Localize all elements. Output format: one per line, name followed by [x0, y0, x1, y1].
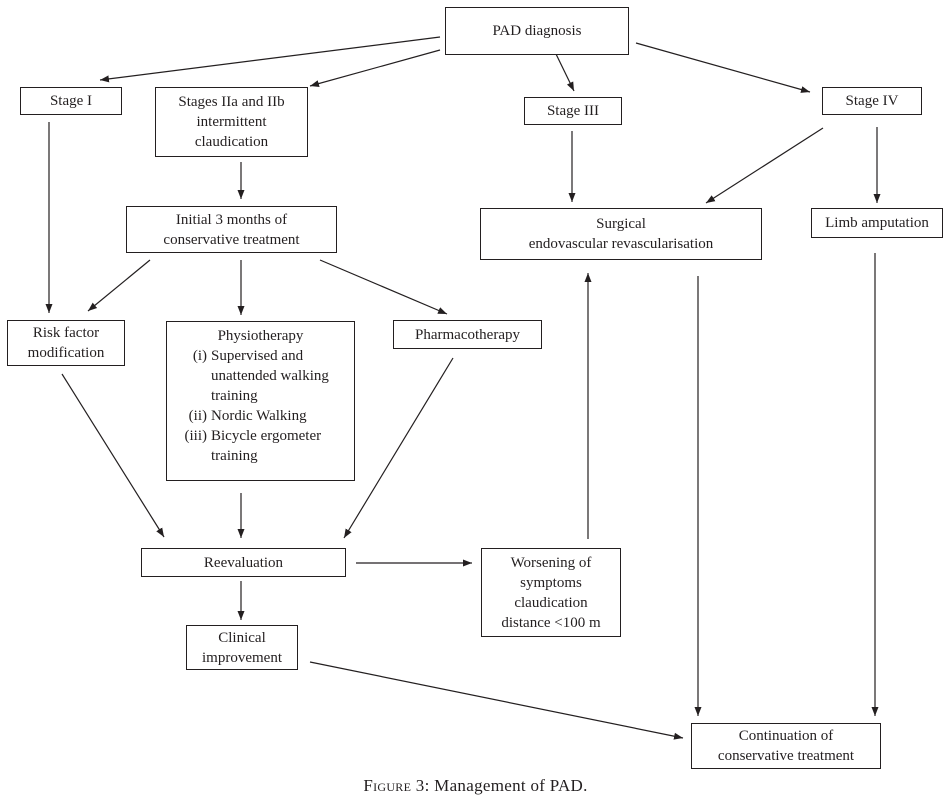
figure-caption-text: : Management of PAD. — [424, 776, 588, 795]
node-text-line: Initial 3 months of — [175, 211, 288, 228]
node-text-line: Reevaluation — [203, 554, 284, 571]
node-text-line: Stages IIa and IIb — [178, 94, 285, 110]
node-text-line: Surgical — [596, 216, 646, 232]
node-text-line: symptoms — [520, 574, 582, 591]
physiotherapy-item-text: Supervised and — [211, 348, 304, 364]
node-clinical-improvement: Clinical improvement — [186, 625, 298, 670]
physiotherapy-item-number: (ii) — [188, 408, 207, 424]
physiotherapy-item: (i) Supervised and — [173, 346, 348, 366]
physiotherapy-item-number: (iii) — [184, 428, 208, 444]
arrow-pad-to-stage-1 — [99, 36, 441, 83]
node-pharmacotherapy: Pharmacotherapy — [393, 320, 542, 349]
node-text-line: modification — [27, 345, 105, 361]
node-text-line: PAD diagnosis — [492, 23, 582, 39]
node-text-line: claudication — [514, 594, 588, 611]
node-text-line: intermittent — [196, 114, 267, 130]
arrow-pad-to-stage-2 — [309, 49, 441, 87]
physiotherapy-item: (ii)Nordic Walking — [173, 406, 348, 426]
node-worsening-symptoms: Worsening of symptoms claudication distance… — [481, 548, 621, 637]
arrow-initial-to-pharmacotherapy — [319, 259, 448, 315]
node-text-line: Continuation of — [738, 728, 834, 744]
physiotherapy-item-text: Bicycle ergometer — [211, 428, 322, 444]
arrow-pad-to-stage-3 — [555, 53, 575, 92]
node-limb-amputation: Limb amputation — [811, 208, 943, 238]
physiotherapy-item-text-continued: unattended walking — [211, 368, 329, 384]
node-reevaluation: Reevaluation — [141, 548, 346, 577]
node-text-line: Limb amputation — [825, 215, 929, 231]
node-text-line: improvement — [202, 649, 282, 666]
node-text-line: Pharmacotherapy — [415, 326, 520, 343]
arrow-initial-to-risk-factor — [87, 259, 151, 312]
node-text-line: conservative treatment — [717, 748, 855, 764]
node-text-line: Clinical — [218, 629, 266, 646]
node-stage-1: Stage I — [20, 87, 122, 115]
node-pad-diagnosis: PAD diagnosis — [445, 7, 629, 55]
node-continuation-conservative: Continuation of conservative treatment — [691, 723, 881, 769]
physiotherapy-item-text-continued: training — [211, 388, 258, 404]
arrow-stage-4-to-surgical — [705, 127, 824, 204]
physiotherapy-item-number: (i) — [192, 348, 207, 364]
node-text-line: Worsening of — [510, 554, 592, 571]
figure-caption-label: Figure 3 — [363, 776, 425, 795]
node-text-line: Stage IV — [845, 93, 899, 109]
node-stage-2: Stages IIa and IIb intermittent claudicati… — [155, 87, 308, 157]
node-stage-4: Stage IV — [822, 87, 922, 115]
physiotherapy-title: Physiotherapy — [217, 328, 304, 344]
node-initial-treatment: Initial 3 months of conservative treatmen… — [126, 206, 337, 253]
node-text-line: Risk factor — [32, 325, 100, 341]
physiotherapy-item-text-continued: training — [211, 448, 258, 464]
node-risk-factor-modification: Risk factor modification — [7, 320, 125, 366]
arrow-pad-to-stage-4 — [635, 42, 811, 93]
node-text-line: Stage III — [546, 103, 600, 119]
physiotherapy-list: (i) Supervised and unattended walking train… — [173, 346, 348, 466]
arrow-improvement-to-continuation — [309, 661, 684, 740]
physiotherapy-item: (iii)Bicycle ergometer — [173, 426, 348, 446]
node-text-line: Stage I — [49, 93, 93, 109]
node-text-line: endovascular revascularisation — [528, 236, 714, 252]
arrow-risk-factor-to-reevaluation — [61, 373, 165, 538]
node-text-line: conservative treatment — [163, 231, 300, 248]
node-text-line: distance <100 m — [501, 614, 601, 631]
arrow-pharmacotherapy-to-reevaluation — [343, 357, 454, 539]
figure-caption: Figure 3: Management of PAD. — [0, 776, 951, 796]
node-physiotherapy: Physiotherapy (i) Supervised and unattende… — [166, 321, 355, 481]
node-stage-3: Stage III — [524, 97, 622, 125]
physiotherapy-item-text: Nordic Walking — [211, 408, 307, 424]
node-text-line: claudication — [194, 134, 269, 150]
node-surgical-revascularisation: Surgical endovascular revascularisation — [480, 208, 762, 260]
